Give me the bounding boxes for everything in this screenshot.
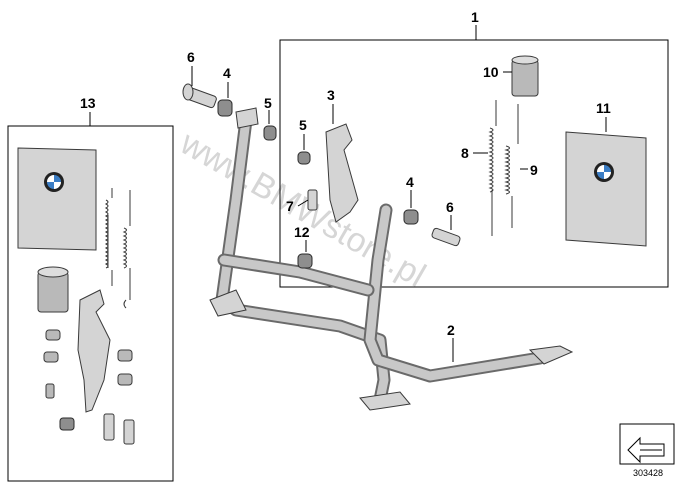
center-stand (209, 107, 574, 411)
callout-2: 2 (447, 322, 455, 338)
orientation-arrow-icon (619, 423, 675, 465)
callout-4-right: 4 (406, 174, 414, 190)
callout-12: 12 (294, 224, 310, 240)
callout-3: 3 (327, 87, 335, 103)
callout-10: 10 (483, 64, 499, 80)
callout-6-right: 6 (446, 199, 454, 215)
kit-13-contents (17, 147, 135, 445)
callout-9: 9 (530, 162, 538, 178)
callout-5-right: 5 (299, 117, 307, 133)
kit-1-contents (297, 55, 647, 269)
callout-4-left: 4 (223, 65, 231, 81)
kit-box-1 (279, 39, 669, 288)
callout-6-left: 6 (187, 49, 195, 65)
callout-11: 11 (596, 100, 611, 116)
callout-8: 8 (461, 145, 469, 161)
reference-number: 303428 (633, 468, 663, 478)
bmw-logo-icon (44, 172, 64, 192)
left-hardware (182, 83, 277, 141)
callout-13: 13 (80, 95, 96, 111)
callout-1: 1 (471, 9, 479, 25)
bmw-logo-icon (594, 162, 614, 182)
callout-7: 7 (286, 198, 294, 214)
callout-5-left: 5 (264, 95, 272, 111)
